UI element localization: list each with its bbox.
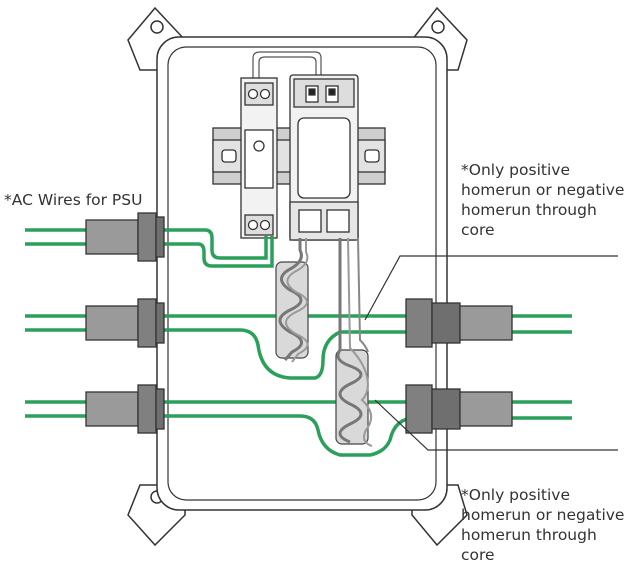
- note-top-line: homerun through: [461, 201, 597, 219]
- cable-gland-icon: [85, 212, 165, 262]
- leader-lines: [364, 255, 618, 451]
- leader-line-bottom: [374, 399, 618, 451]
- power-supply-icon: [289, 74, 359, 241]
- note-top-line: homerun or negative: [461, 181, 625, 199]
- leader-line-top: [364, 255, 618, 321]
- ferrite-core-icon: [275, 238, 309, 363]
- cable-glands: [85, 212, 513, 434]
- cable-wire: [25, 414, 572, 457]
- din-module-left: [240, 77, 278, 239]
- note-bottom: *Only positive homerun or negative homer…: [461, 485, 624, 565]
- cable-gland-icon: [405, 298, 513, 348]
- cable-wire: [25, 328, 572, 380]
- note-bottom-line: homerun through: [461, 526, 597, 544]
- cable-gland-icon: [85, 298, 165, 348]
- ac-wire: [25, 228, 268, 260]
- note-bottom-line: *Only positive: [461, 486, 570, 504]
- note-top: *Only positive homerun or negative homer…: [461, 160, 624, 240]
- note-top-line: *Only positive: [461, 161, 570, 179]
- note-top-line: core: [461, 221, 495, 239]
- note-bottom-line: homerun or negative: [461, 506, 625, 524]
- ac-wire: [25, 236, 274, 268]
- cable-gland-icon: [85, 384, 165, 434]
- ferrite-core-icon: [335, 237, 373, 447]
- module-wiring: [252, 51, 322, 83]
- cable-gland-icon: [405, 384, 513, 434]
- note-bottom-line: core: [461, 546, 495, 564]
- ac-wires-label: *AC Wires for PSU: [4, 191, 143, 209]
